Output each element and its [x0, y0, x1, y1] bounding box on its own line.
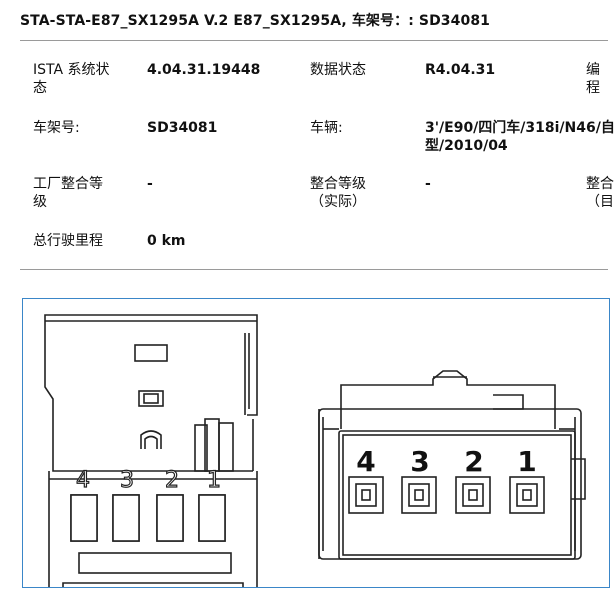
factory-level-value: - [147, 176, 153, 192]
vehicle-label: 车辆: [310, 120, 343, 136]
left-pin-label: 1 [207, 468, 221, 493]
ista-status-value: 4.04.31.19448 [147, 62, 261, 78]
actual-level-label: 整合等级 （实际） [310, 176, 366, 210]
info-divider [20, 269, 608, 270]
target-level-label: 整合 （目 [586, 176, 614, 210]
vin-label: 车架号: [33, 120, 80, 136]
right-pin-label: 4 [356, 445, 375, 478]
header-divider [20, 40, 608, 41]
latch-window [134, 344, 168, 362]
left-pin-label: 4 [76, 468, 90, 493]
mileage-label: 总行驶里程 [33, 233, 103, 249]
left-pin-label: 3 [120, 468, 134, 493]
connector-diagram-frame: 4 3 2 1 4 3 2 1 [22, 298, 610, 588]
factory-level-label: 工厂整合等 级 [33, 176, 103, 210]
connector-diagram: 4 3 2 1 4 3 2 1 [44, 314, 586, 587]
mileage-value: 0 km [147, 233, 186, 249]
left-pin-label: 2 [165, 468, 179, 493]
left-connector [44, 314, 258, 587]
right-pin-sockets [348, 476, 545, 514]
vin-value: SD34081 [147, 120, 218, 136]
right-pin-label: 2 [464, 445, 483, 478]
actual-level-value: - [425, 176, 431, 192]
right-connector [318, 370, 586, 560]
ista-status-label: ISTA 系统状 态 [33, 62, 110, 96]
right-pin-label: 1 [517, 445, 536, 478]
data-status-label: 数据状态 [310, 62, 366, 78]
data-status-value: R4.04.31 [425, 62, 496, 78]
vehicle-value: 3'/E90/四门车/318i/N46/自 型/2010/04 [425, 120, 615, 154]
page-title: STA-STA-E87_SX1295A V.2 E87_SX1295A, 车架号… [20, 13, 491, 29]
code-label: 编程 [586, 62, 600, 96]
right-pin-label: 3 [410, 445, 429, 478]
